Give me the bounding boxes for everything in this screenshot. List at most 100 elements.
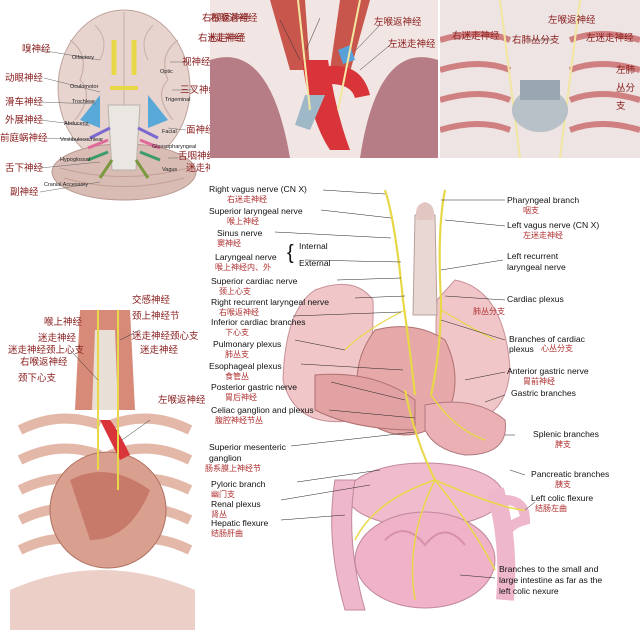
neck-label: 迷走神经 [38,333,77,344]
heart-vessel-label: 左迷走神经 [388,39,436,50]
diagram-label-zh: 颈上心支 [219,287,251,296]
brain-zh-label: 面神经 [186,125,210,136]
neck-label: 迷走神经 [140,345,179,356]
diagram-label-zh: 幽门支 [211,490,235,499]
diagram-label-zh: 腹腔神经节丛 [215,416,263,425]
diagram-label-en: Laryngeal nerve [215,252,277,262]
diagram-label-en: Pyloric branch [211,479,266,489]
diagram-label-zh: 结肠左曲 [535,504,567,513]
diagram-label-zh: 心丛分支 [541,344,573,353]
diagram-label-zh: 肺丛支 [225,350,249,359]
brain-zh-label: 舌咽神经 [178,151,210,162]
diagram-label-en: laryngeal nerve [507,262,566,272]
brain-en-label: Trigeminal [165,97,191,103]
diagram-label-en: ganglion [209,453,242,463]
diagram-label-zh: 喉上神经 [227,217,259,226]
diagram-brace: { [287,242,294,264]
diagram-label-en: Renal plexus [211,499,261,509]
neck-label: 右喉返神经 [20,357,68,368]
brain-en-label: Vagus [162,167,178,173]
chest-illustration [440,0,640,158]
brain-en-label: Hypoglossal [60,157,90,163]
brain-zh-label: 三叉神经 [180,85,210,96]
brain-zh-label: 视神经 [182,57,210,68]
heart-vessels-illustration [210,0,438,158]
neck-label: 迷走神经颈心支 [132,331,199,342]
diagram-label-en: Pharyngeal branch [507,195,580,205]
heart-vessels-panel: 右喉返神经 右迷走神经 左喉返神经 左迷走神经 [210,0,438,158]
diagram-label-en: Esophageal plexus [209,361,282,371]
chest-panel: 右迷走神经 右肺丛分支 左喉返神经 左迷走神经 左肺 丛分 支 [440,0,640,158]
brain-en-label: Facial [162,129,177,135]
diagram-label-en: Left recurrent [507,251,559,261]
diagram-label-en: Branches to the small and [499,564,599,574]
heart-vessel-label: 左喉返神经 [374,17,422,28]
brain-en-label: Oculomotor [70,84,99,90]
neck-label: 颈上神经节 [132,311,180,322]
diagram-label-en: Gastric branches [511,388,576,398]
neck-label: 迷走神经颈上心支 [8,345,85,356]
brain-en-label: Vestibulocochlear [60,137,104,143]
heart-vessel-label-left: 右喉返神经 [202,13,250,24]
heart-vessel-label: 右喉返神经 [210,13,258,24]
diagram-label-zh: 右迷走神经 [227,195,267,204]
brain-zh-label: 嗅神经 [22,44,51,55]
neck-label: 喉上神经 [44,317,83,328]
diagram-label-zh: 下心支 [225,328,249,337]
diagram-label-zh: 肺丛分支 [473,307,505,316]
brain-zh-label: 前庭蜗神经 [0,133,48,144]
brain-zh-label: 动眼神经 [5,73,44,84]
chest-label: 支 [616,101,626,112]
diagram-label-en: plexus [509,344,534,354]
diagram-label-en: Right recurrent laryngeal nerve [211,297,329,307]
diagram-label-zh: 胃后神经 [225,393,257,402]
diagram-label-zh: 脾支 [555,440,571,449]
chest-label: 左迷走神经 [586,33,634,44]
diagram-label-en: Pancreatic branches [531,469,610,479]
brain-en-label: Glossopharyngeal [152,144,197,150]
brain-zh-label: 副神经 [10,187,39,198]
brain-en-label: Optic [160,69,173,75]
chest-label: 丛分 [616,83,636,94]
diagram-label-zh: 胰支 [555,480,571,489]
diagram-label-en: Branches of cardiac [509,334,585,344]
neck-label: 颈下心支 [18,373,57,384]
brain-en-label: Olfactory [72,55,95,61]
diagram-label-zh: 右喉返神经 [219,308,259,317]
diagram-label-en: Cardiac plexus [507,294,564,304]
diagram-label-zh: 食管丛 [225,372,249,381]
brain-en-label: Trochlear [72,99,96,105]
diagram-label-en: Left colic flexure [531,493,594,503]
heart-vessel-label: 右迷走神经 [210,33,244,44]
brain-zh-label: 外展神经 [5,115,44,126]
diagram-label-en: Splenic branches [533,429,599,439]
diagram-label-en: Hepatic flexure [211,518,269,528]
diagram-label-en: Superior cardiac nerve [211,276,298,286]
diagram-label-en: Superior laryngeal nerve [209,206,303,216]
brain-zh-label: 舌下神经 [5,163,44,174]
diagram-label-zh: 肾丛 [211,510,227,519]
brain-panel: 嗅神经 动眼神经 滑车神经 外展神经 前庭蜗神经 舌下神经 副神经 视神经 三叉… [0,0,210,205]
diagram-label-zh: 咽支 [523,206,539,215]
diagram-label-en: Anterior gastric nerve [507,366,589,376]
brain-en-label: Abducens [64,121,89,127]
brain-zh-label: 滑车神经 [5,97,44,108]
heart-vessel-label-left: 右迷走神经 [198,33,246,44]
diagram-label-en: Internal [299,241,328,251]
diagram-label-zh: 喉上神经内、外 [215,263,271,272]
diagram-label-en: Right vagus nerve (CN X) [209,184,307,194]
vagus-diagram-panel: Right vagus nerve (CN X) 右迷走神经 Superior … [205,180,640,640]
neck-label: 交感神经 [132,295,171,306]
diagram-label-en: Celiac ganglion and plexus [211,405,314,415]
diagram-label-zh: 结肠肝曲 [211,529,243,538]
diagram-label-en: Superior mesenteric [209,442,286,452]
diagram-label-en: External [299,258,331,268]
brain-zh-label: 迷走神经 [186,163,210,174]
diagram-label-en: Pulmonary plexus [213,339,282,349]
neck-heart-illustration [10,310,195,630]
diagram-label-zh: 肠系膜上神经节 [205,464,261,473]
diagram-label-zh: 胃前神经 [523,377,555,386]
diagram-label-en: left colic nexure [499,586,559,596]
neck-label: 左喉返神经 [158,395,205,406]
chest-label: 左喉返神经 [548,15,596,26]
